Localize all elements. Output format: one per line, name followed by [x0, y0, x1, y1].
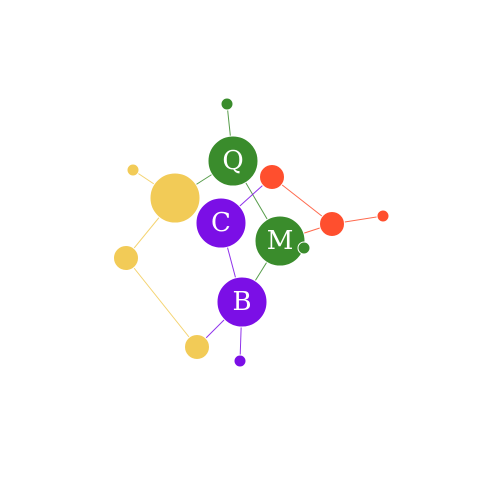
node-circle-c[interactable]	[195, 197, 247, 249]
node-g1[interactable]	[220, 97, 234, 111]
node-y1[interactable]	[149, 172, 201, 224]
node-circle-y3[interactable]	[113, 245, 139, 271]
node-circle-g2[interactable]	[297, 241, 311, 255]
node-circle-o2[interactable]	[319, 211, 345, 237]
node-circle-p1[interactable]	[233, 354, 247, 368]
node-circle-o3[interactable]	[376, 209, 390, 223]
node-circle-y1[interactable]	[149, 172, 201, 224]
node-circle-y2[interactable]	[126, 163, 140, 177]
node-circle-m[interactable]	[254, 215, 306, 267]
node-y2[interactable]	[126, 163, 140, 177]
node-y3[interactable]	[113, 245, 139, 271]
node-c[interactable]: C	[195, 197, 247, 249]
edge-y3-y4	[125, 257, 198, 348]
node-circle-y4[interactable]	[184, 334, 210, 360]
node-circle-b[interactable]	[216, 276, 268, 328]
node-q[interactable]: Q	[207, 135, 259, 187]
nodes-layer: Q C M B	[113, 97, 390, 368]
node-o2[interactable]	[319, 211, 345, 237]
node-y4[interactable]	[184, 334, 210, 360]
node-label-q: Q	[222, 146, 243, 176]
node-g2[interactable]	[297, 241, 311, 255]
node-p1[interactable]	[233, 354, 247, 368]
node-label-m: M	[267, 226, 294, 256]
node-m[interactable]: M	[254, 215, 306, 267]
node-circle-o1[interactable]	[259, 164, 285, 190]
node-label-c: C	[211, 208, 231, 238]
node-circle-g1[interactable]	[220, 97, 234, 111]
node-o1[interactable]	[259, 164, 285, 190]
node-b[interactable]: B	[216, 276, 268, 328]
node-circle-q[interactable]	[207, 135, 259, 187]
node-o3[interactable]	[376, 209, 390, 223]
node-label-b: B	[232, 287, 251, 317]
